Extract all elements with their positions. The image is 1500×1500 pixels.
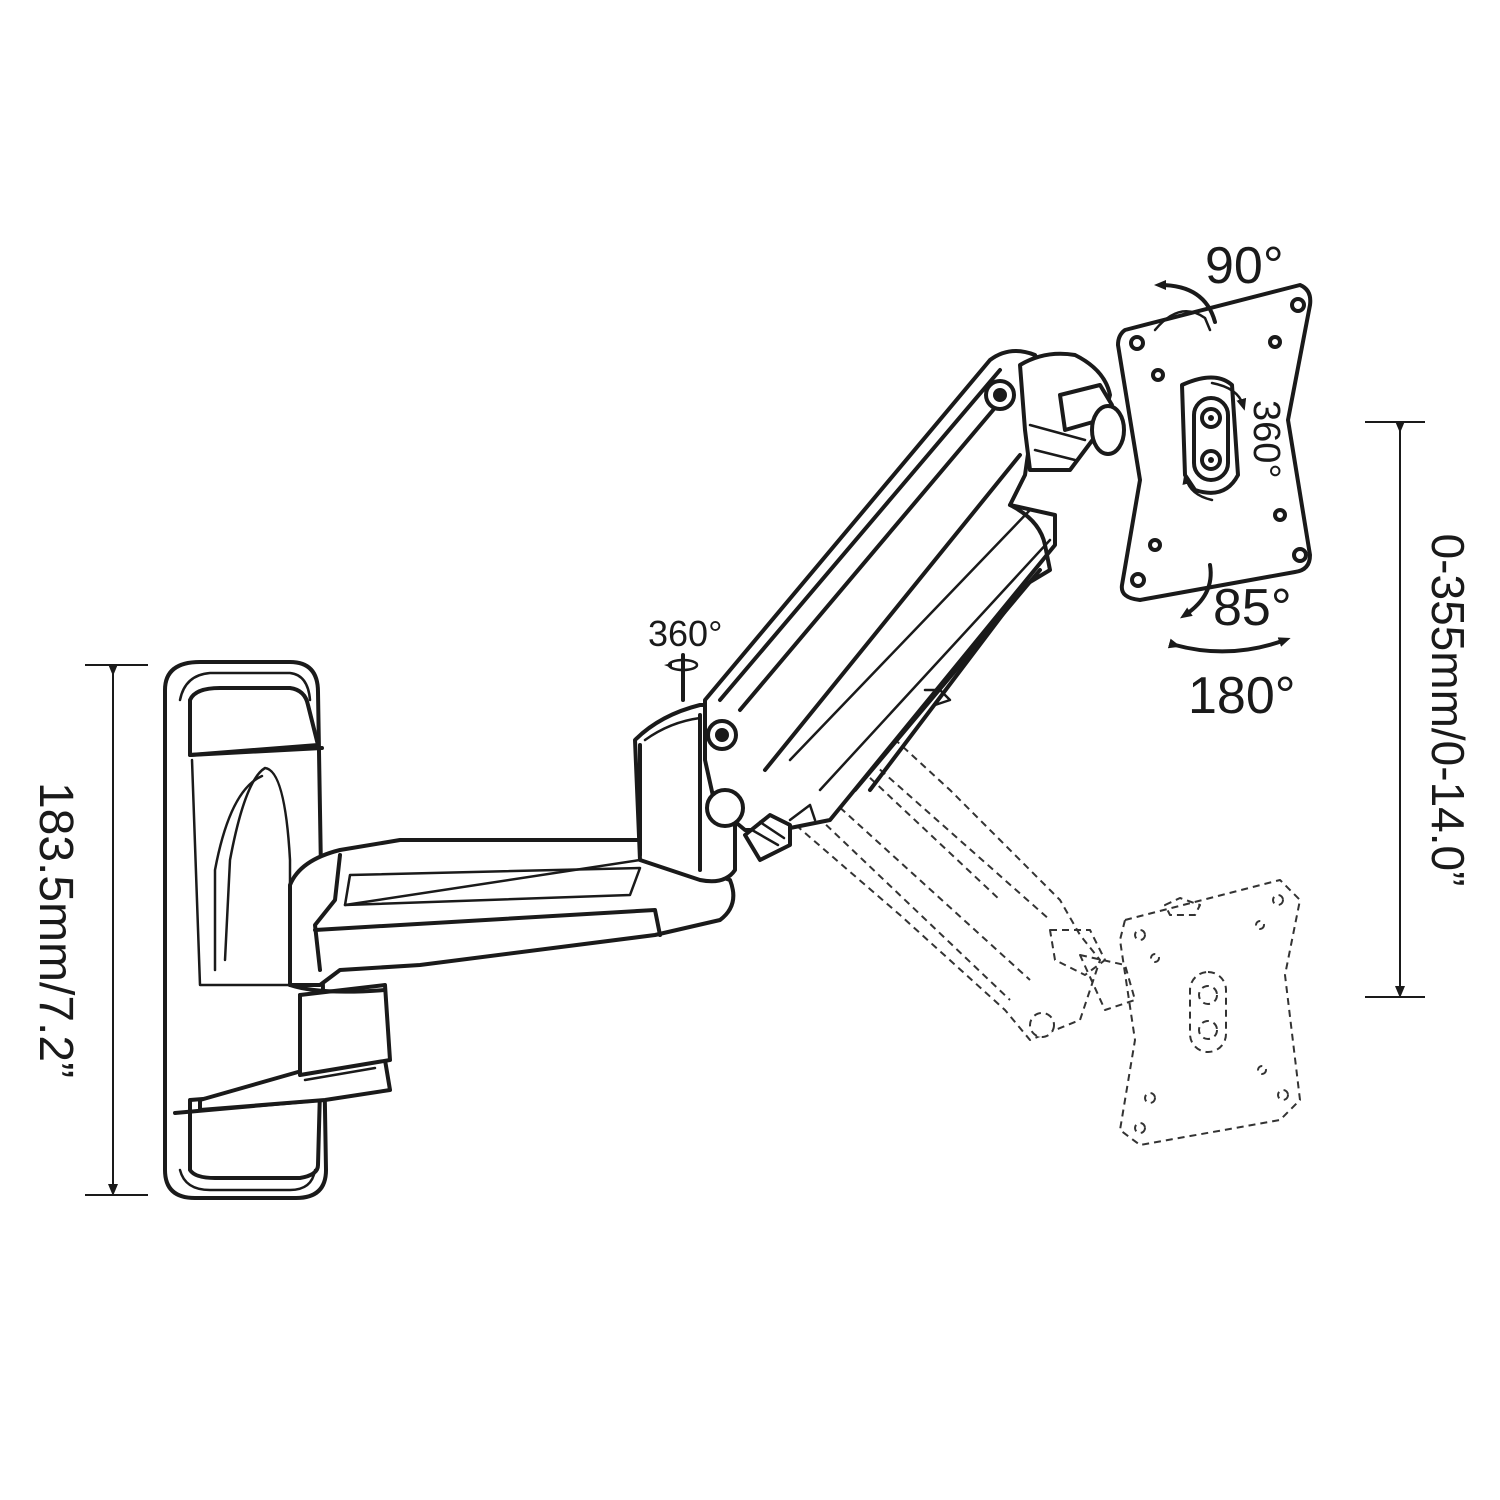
left-dimension-line xyxy=(85,664,148,1196)
plate-rotation-label: 360° xyxy=(1245,400,1287,479)
vesa-plate xyxy=(1116,283,1313,602)
tilt-head xyxy=(1018,351,1126,472)
joint-rotation-label: 360° xyxy=(648,613,722,654)
motion-arrows xyxy=(1154,280,1291,654)
swivel-label: 180° xyxy=(1188,667,1296,725)
right-dimension-label: 0-355mm/0-14.0” xyxy=(1422,534,1474,887)
wall-pivot-bracket xyxy=(198,983,392,1112)
upper-arm xyxy=(703,349,1057,862)
right-dimension-line xyxy=(1365,421,1425,998)
tilt-top-label: 90° xyxy=(1205,237,1284,295)
left-dimension-label: 183.5mm/7.2” xyxy=(29,782,82,1078)
tilt-bottom-label: 85° xyxy=(1213,579,1292,637)
